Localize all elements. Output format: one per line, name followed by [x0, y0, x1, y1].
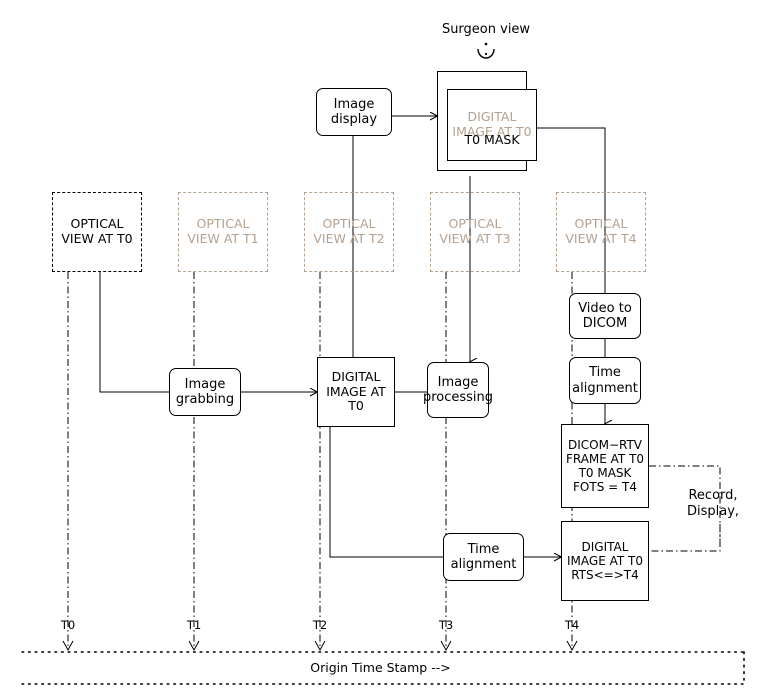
wire-opticalT0-to-grabbing [99, 272, 169, 393]
t0-mask-label: T0 MASK [464, 132, 520, 147]
optical-view-t3: OPTICAL VIEW AT T3 [430, 192, 520, 272]
tick-arrow-t4 [566, 640, 578, 652]
optical-view-t2: OPTICAL VIEW AT T2 [304, 192, 394, 272]
surgeon-view-label: Surgeon view [441, 22, 531, 37]
tick-arrow-t1 [188, 640, 200, 652]
video-to-dicom-node[interactable]: Video to DICOM [569, 293, 641, 339]
tick-label-t3: T3 [438, 618, 454, 632]
tick-arrow-t0 [62, 640, 74, 652]
time-alignment-right-node[interactable]: Time alignment [569, 357, 641, 404]
optical-view-t1: OPTICAL VIEW AT T1 [178, 192, 268, 272]
optical-view-t4: OPTICAL VIEW AT T4 [556, 192, 646, 272]
image-grabbing-node[interactable]: Image grabbing [169, 368, 241, 416]
tick-label-t1: T1 [186, 618, 202, 632]
image-processing-node[interactable]: Image processing [423, 362, 493, 418]
tick-label-t4: T4 [564, 618, 580, 632]
time-alignment-mid-node[interactable]: Time alignment [443, 533, 524, 581]
digital-image-rts-node: DIGITAL IMAGE AT T0 RTS<=>T4 [561, 521, 649, 601]
origin-time-stamp-caption: Origin Time Stamp --> [310, 660, 451, 675]
image-display-node[interactable]: Image display [316, 88, 392, 136]
eye-icon-paths [477, 42, 495, 59]
tick-label-t2: T2 [312, 618, 328, 632]
digital-image-t0-node: DIGITAL IMAGE AT T0 [317, 357, 395, 427]
wire-digital-to-timealign-mid [329, 427, 443, 558]
tick-arrow-t2 [314, 640, 326, 652]
digital-image-t0-faded-text: DIGITAL IMAGE AT T0 [447, 89, 537, 161]
tick-label-t0: T0 [60, 618, 76, 632]
dicom-rtv-frame-node: DICOM−RTV FRAME AT T0 T0 MASK FOTS = T4 [561, 424, 649, 508]
record-display-label: Record, Display, [686, 488, 740, 519]
tick-arrow-t3 [440, 640, 452, 652]
optical-view-t0: OPTICAL VIEW AT T0 [52, 192, 142, 272]
